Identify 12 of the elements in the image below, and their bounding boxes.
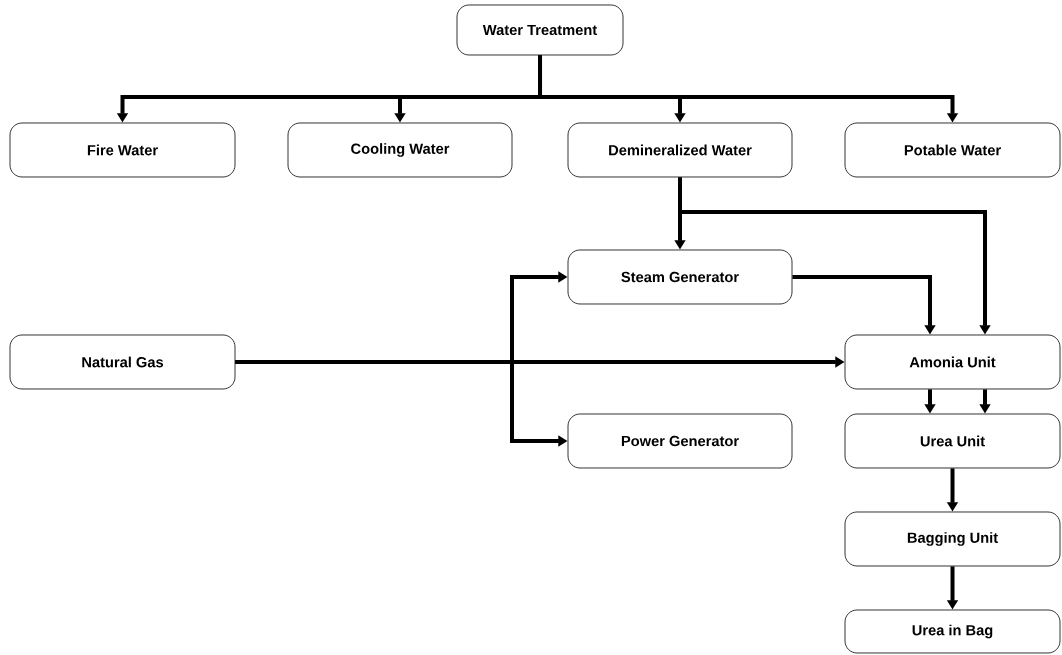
process-box: Urea in Bag [844,609,1061,654]
process-box: Potable Water [844,122,1061,178]
process-box: Power Generator [567,413,793,469]
process-box: Natural Gas [9,334,236,390]
process-box: Cooling Water [287,122,513,178]
process-box: Bagging Unit [844,511,1061,567]
process-box: Demineralized Water [567,122,793,178]
process-box: Fire Water [9,122,236,178]
process-box: Urea Unit [844,413,1061,469]
process-box: Amonia Unit [844,334,1061,390]
process-box: Steam Generator [567,249,793,305]
process-box: Water Treatment [456,4,624,56]
